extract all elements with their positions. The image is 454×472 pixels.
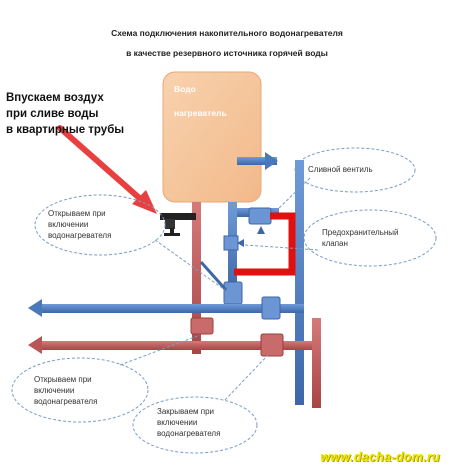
callout-bubble-drain: [294, 147, 416, 193]
hot-riser-right: [312, 318, 321, 408]
hot-pipe-from-heater: [192, 202, 201, 354]
callout-bubble-open-top: [34, 194, 166, 256]
cold-flow-arrow-left: [28, 299, 42, 317]
cold-main-pipe: [40, 304, 304, 313]
heater-label-line2: нагреватель: [174, 108, 227, 118]
air-valve-icon: [160, 213, 196, 236]
cold-valve-upper: [223, 281, 243, 305]
callout-open-bottom: Открываем при включении водонагревателя: [34, 374, 97, 407]
watermark-text: www.dacha-dom.ru: [320, 450, 440, 464]
heater-label-line1: Водо: [174, 84, 196, 94]
callout-safety-line1: Предохранительный: [322, 228, 399, 237]
title-line-2: в качестве резервного источника горячей …: [126, 48, 328, 58]
callout-bubble-safety: [303, 209, 437, 267]
callout-safety-line2: клапан: [322, 239, 348, 248]
callout-open-top: Открываем при включении водонагревателя: [48, 208, 111, 241]
safety-valve-loop: [234, 212, 296, 276]
callout-close-bottom-line1: Закрываем при: [157, 407, 215, 416]
air-annotation-line2: при сливе воды: [6, 108, 99, 120]
drain-valve: [248, 207, 272, 225]
callout-open-top-line3: водонагревателя: [48, 231, 112, 240]
hot-main-pipe: [40, 341, 318, 350]
callout-open-bottom-line3: водонагревателя: [34, 397, 98, 406]
cold-pipe-top-right: [295, 160, 304, 405]
callout-safety-valve: Предохранительный клапан: [322, 227, 399, 249]
callout-open-top-line2: включении: [48, 220, 89, 229]
air-annotation: Впускаем воздух при сливе воды в квартир…: [6, 90, 124, 138]
callout-drain-valve: Сливной вентиль: [308, 165, 373, 174]
callout-bubble-close-bottom: [132, 396, 258, 454]
callout-close-bottom: Закрываем при включении водонагревателя: [157, 406, 220, 439]
callout-close-bottom-line2: включении: [157, 418, 198, 427]
connector-pipe: [199, 261, 228, 291]
cold-flow-arrow-top: [265, 152, 278, 170]
drain-valve-arrow: [257, 226, 265, 234]
title-line-1: Схема подключения накопительного водонаг…: [111, 28, 343, 38]
air-annotation-line3: в квартирные трубы: [6, 124, 125, 136]
water-heater-tank: [162, 71, 262, 203]
callout-open-bottom-line1: Открываем при: [34, 375, 92, 384]
callout-close-bottom-line3: водонагревателя: [157, 429, 221, 438]
callout-open-top-line1: Открываем при: [48, 209, 106, 218]
hot-flow-arrow-left: [28, 336, 42, 354]
hot-valve-right: [260, 333, 284, 357]
hot-valve-left: [190, 317, 214, 335]
callout-open-bottom-line2: включении: [34, 386, 75, 395]
callout-bubble-open-bottom: [11, 357, 149, 423]
annotation-arrow: [57, 125, 157, 214]
air-annotation-line1: Впускаем воздух: [6, 92, 104, 104]
safety-valve: [223, 235, 239, 251]
cold-valve-lower: [261, 296, 281, 320]
